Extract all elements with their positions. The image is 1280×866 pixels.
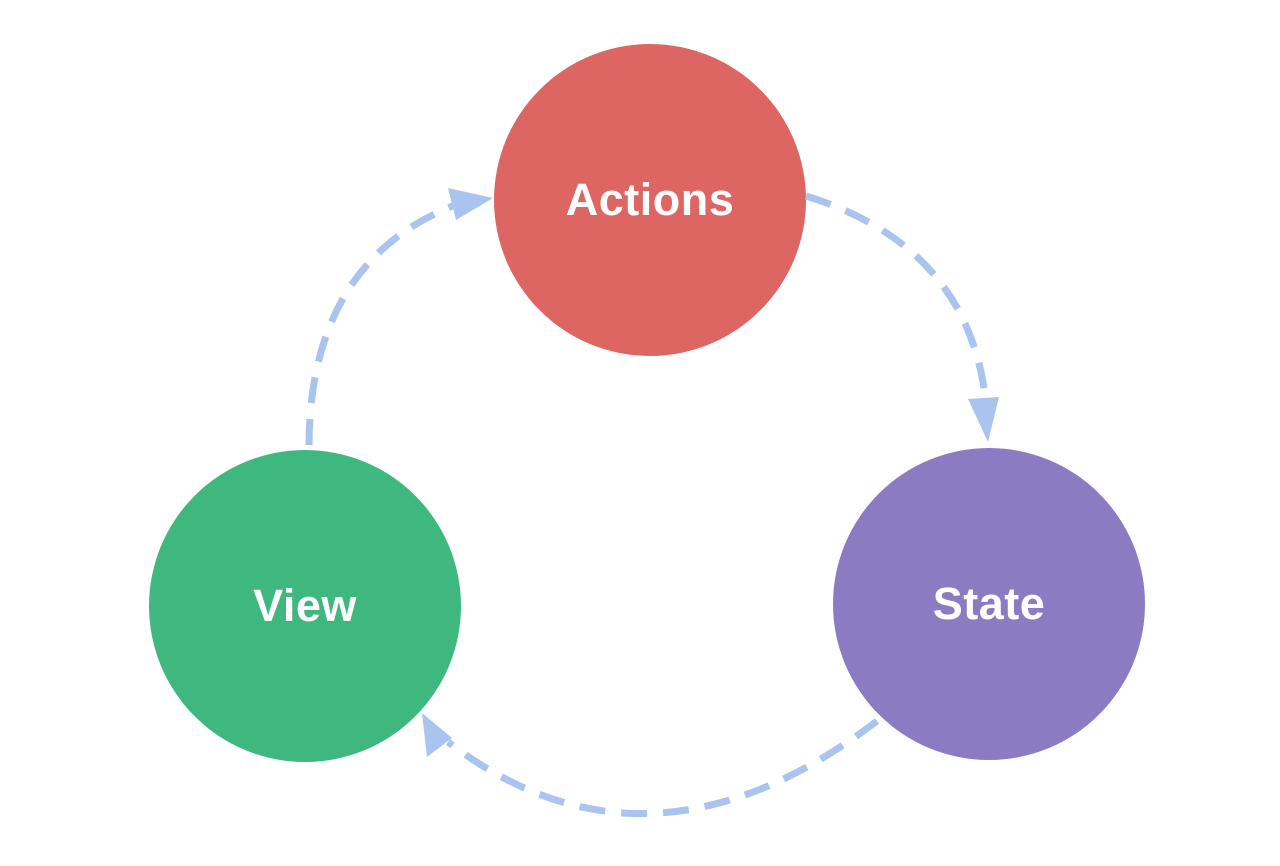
arrowhead-actions-to-state bbox=[968, 397, 999, 442]
node-view: View bbox=[149, 450, 461, 762]
node-state-label: State bbox=[932, 578, 1046, 629]
node-actions-label: Actions bbox=[565, 174, 735, 225]
node-view-label: View bbox=[253, 580, 357, 631]
arrowhead-view-to-actions bbox=[448, 188, 493, 220]
edge-actions-to-state bbox=[804, 192, 989, 396]
node-state: State bbox=[833, 448, 1145, 760]
arrowhead-state-to-view bbox=[422, 713, 452, 757]
edge-view-to-actions bbox=[305, 201, 457, 446]
edge-state-to-view bbox=[445, 718, 880, 818]
node-actions: Actions bbox=[494, 44, 806, 356]
